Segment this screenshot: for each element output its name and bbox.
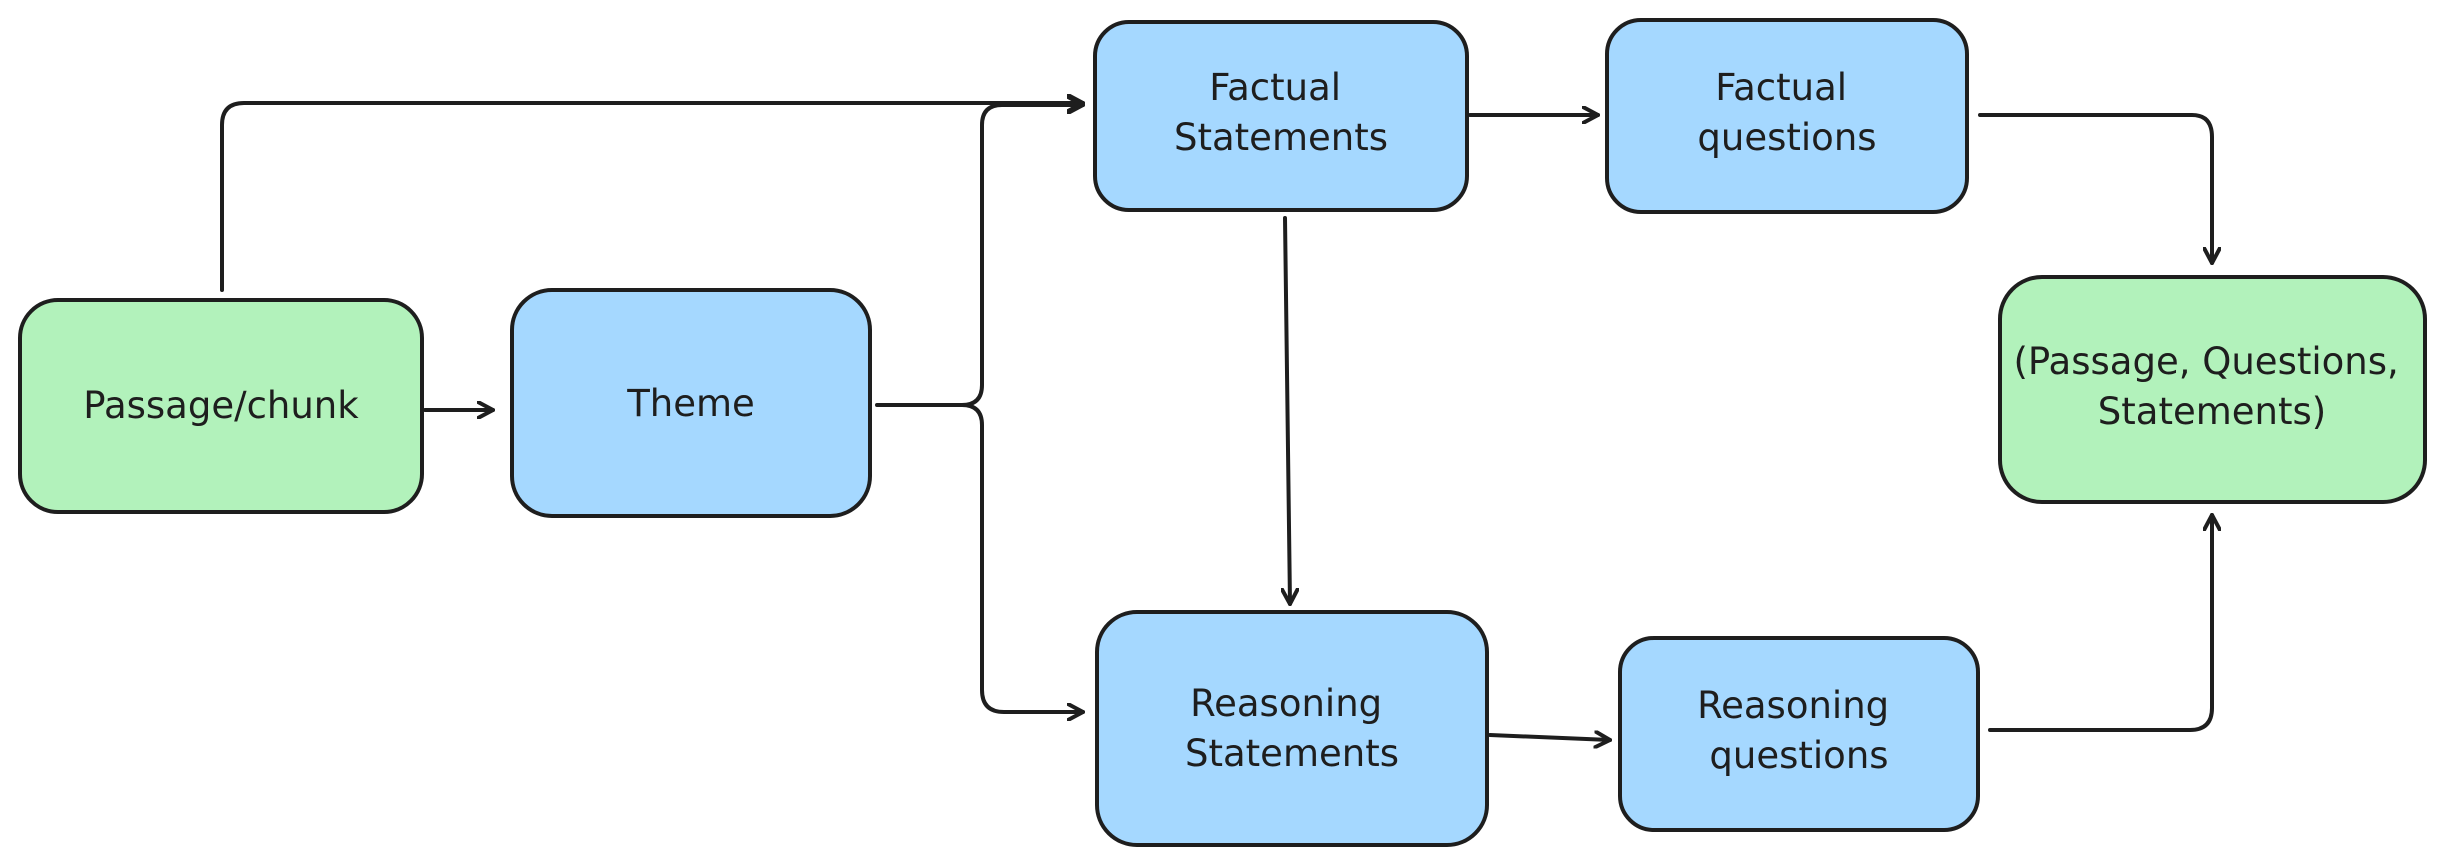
arrow-passage-to-factual-statements — [220, 103, 1085, 292]
node-factual-statements-label: Factual Statements — [1174, 66, 1388, 159]
node-theme: Theme — [510, 288, 872, 518]
node-passage-chunk-label: Passage/chunk — [83, 384, 359, 427]
node-passage-chunk: Passage/chunk — [18, 298, 424, 514]
node-reasoning-questions-label: Reasoning questions — [1697, 684, 1901, 777]
arrow-reasoning-statements-to-reasoning-questions — [1488, 735, 1612, 740]
arrow-factual-questions-to-output — [1978, 113, 2212, 265]
arrow-factual-statements-to-reasoning-statements — [1285, 216, 1290, 606]
node-output: (Passage, Questions, Statements) — [1998, 275, 2427, 504]
node-theme-label: Theme — [626, 382, 755, 425]
node-factual-questions: Factual questions — [1605, 18, 1969, 214]
arrow-theme-to-reasoning-statements — [960, 403, 1085, 712]
edges — [220, 103, 2212, 740]
node-output-label: (Passage, Questions, Statements) — [2013, 340, 2410, 433]
node-factual-questions-label: Factual questions — [1697, 66, 1876, 159]
node-reasoning-statements-label: Reasoning Statements — [1185, 682, 1399, 775]
arrow-theme-to-factual-statements — [875, 105, 1085, 407]
node-reasoning-statements: Reasoning Statements — [1095, 610, 1489, 847]
arrow-reasoning-questions-to-output — [1988, 513, 2212, 732]
node-reasoning-questions: Reasoning questions — [1618, 636, 1980, 832]
node-factual-statements: Factual Statements — [1093, 20, 1469, 212]
